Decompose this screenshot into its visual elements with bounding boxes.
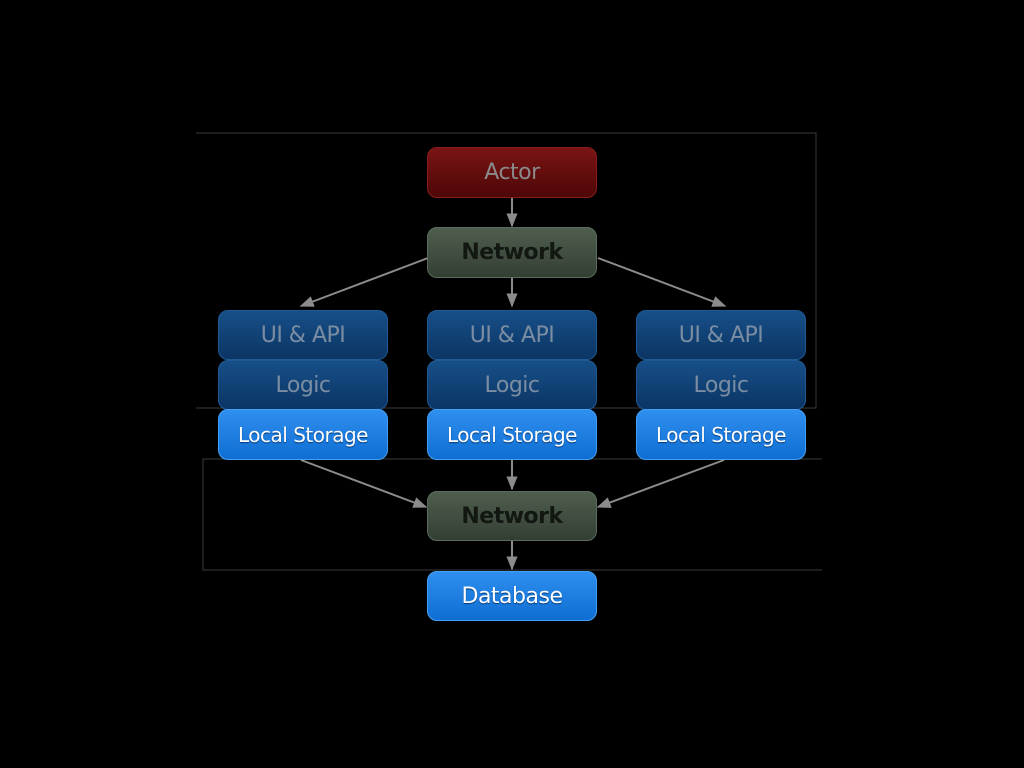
ui-api-node-right: UI & API: [636, 310, 806, 360]
logic-node-left: Logic: [218, 360, 388, 410]
arrow-right-to-network: [596, 459, 725, 508]
local-storage-node-right: Local Storage: [636, 409, 806, 460]
database-node: Database: [427, 571, 597, 621]
arrow-network-to-left: [299, 257, 429, 307]
network-node-bottom: Network: [427, 491, 597, 541]
arrow-network-to-right: [597, 257, 727, 307]
ui-api-node-left: UI & API: [218, 310, 388, 360]
ui-api-node-center: UI & API: [427, 310, 597, 360]
actor-node: Actor: [427, 147, 597, 198]
logic-node-center: Logic: [427, 360, 597, 410]
local-storage-node-center: Local Storage: [427, 409, 597, 460]
arrow-left-to-network: [300, 459, 428, 508]
logic-node-right: Logic: [636, 360, 806, 410]
local-storage-node-left: Local Storage: [218, 409, 388, 460]
network-node-top: Network: [427, 227, 597, 278]
